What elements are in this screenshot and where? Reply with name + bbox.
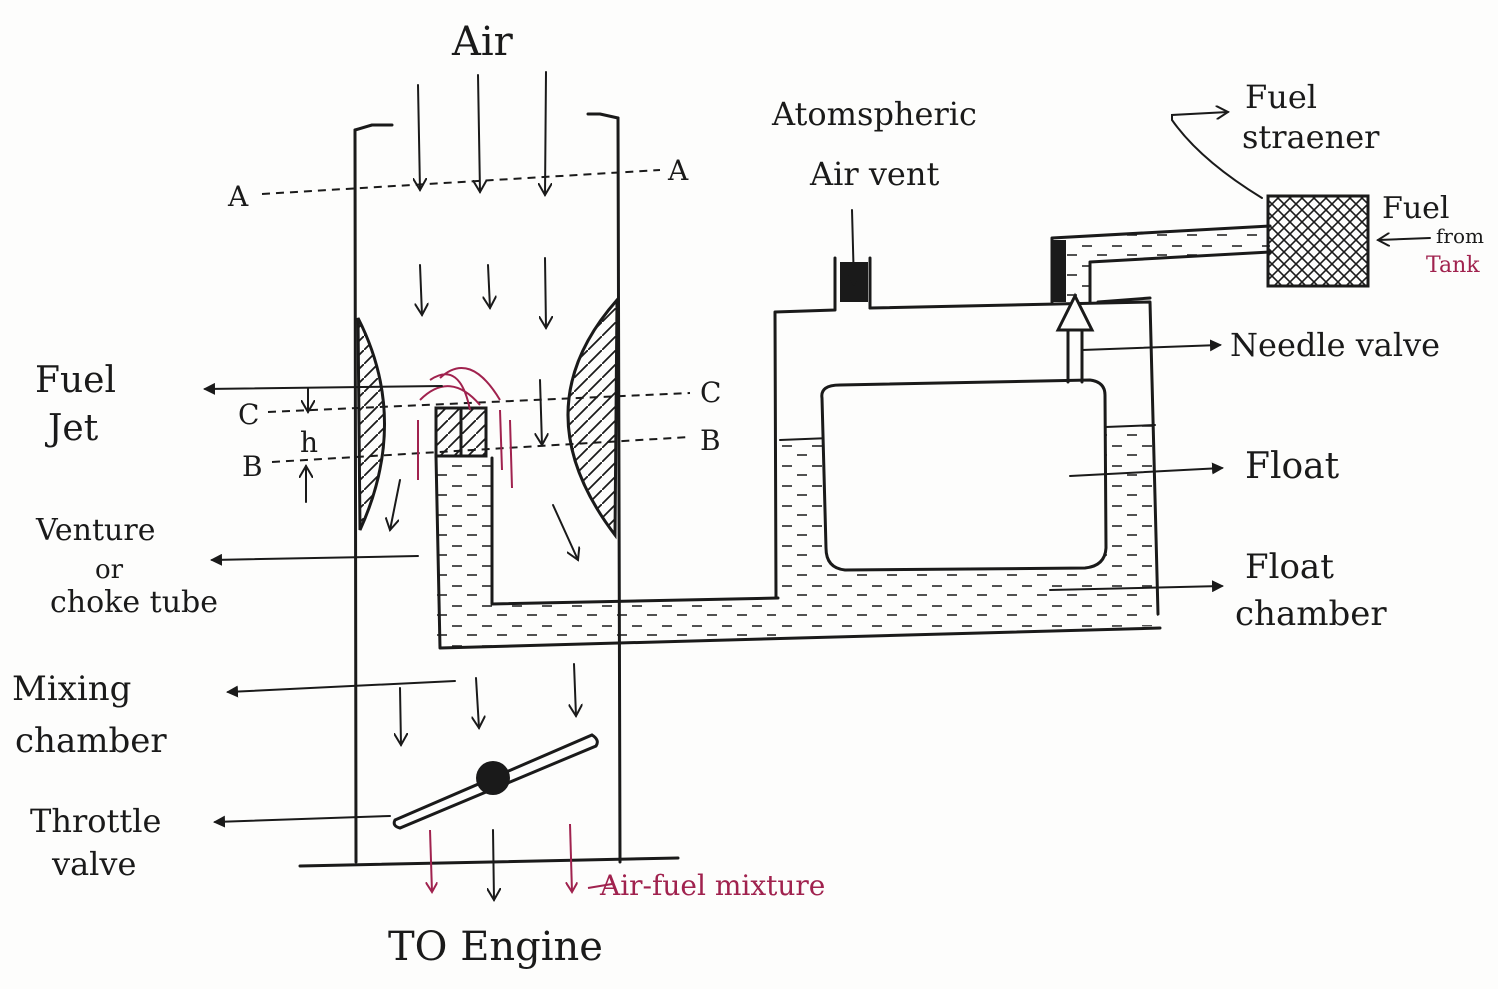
label-air-vent-2: Air vent	[809, 155, 939, 193]
label-fuel-from-tank-1: Fuel	[1382, 191, 1450, 226]
barrel-right-wall	[616, 116, 622, 864]
passage-inner-wall	[490, 456, 780, 606]
label-fuel-strainer-1: Fuel	[1245, 78, 1317, 116]
label-venturi-2: or	[95, 555, 124, 585]
leader-mixing-chamber	[226, 680, 456, 698]
passage-outer-wall	[434, 454, 1162, 650]
outflow-arrows	[430, 823, 572, 900]
label-float-chamber-1: Float	[1245, 547, 1334, 587]
air-inflow-arrows	[390, 71, 578, 745]
barrel-left-lip	[353, 123, 394, 132]
leader-needle-valve	[1081, 339, 1222, 352]
label-section-a-left: A	[227, 180, 249, 213]
venturi-left-bulge	[356, 317, 386, 531]
throttle-valve	[392, 733, 599, 830]
label-section-b-right: B	[700, 424, 721, 457]
throttle-spindle	[476, 761, 510, 795]
label-fuel-jet-1: Fuel	[35, 360, 116, 401]
label-air: Air	[451, 19, 514, 65]
float-chamber	[773, 209, 1160, 634]
label-air-fuel-mixture: Air-fuel mixture	[599, 869, 825, 902]
label-throttle-valve-1: Throttle	[30, 802, 161, 840]
label-venturi-1: Venture	[35, 513, 155, 548]
section-line-a	[261, 169, 661, 195]
label-section-c-right: C	[700, 376, 721, 409]
label-mixing-chamber-2: chamber	[15, 721, 167, 761]
label-fuel-from-tank-2: from	[1436, 224, 1484, 248]
label-section-c-left: C	[238, 398, 259, 431]
fuel-spray	[417, 367, 513, 489]
needle-valve	[1055, 292, 1095, 332]
label-mixing-chamber-1: Mixing	[12, 669, 131, 709]
label-fuel-jet-2: Jet	[44, 408, 99, 449]
barrel-left-wall	[353, 128, 358, 864]
barrel-right-lip	[586, 112, 620, 120]
leader-float	[1069, 462, 1224, 477]
venturi-right-bulge	[566, 295, 619, 540]
leader-fuel-strainer	[1171, 112, 1263, 199]
label-venturi-3: choke tube	[50, 585, 218, 620]
label-height-h: h	[300, 426, 318, 459]
label-throttle-valve-2: valve	[51, 845, 136, 883]
leader-arrows	[203, 112, 1263, 889]
venturi-choke	[356, 295, 619, 540]
carburetor-body	[298, 112, 680, 868]
leader-throttle-valve	[213, 815, 391, 828]
label-section-a-right: A	[667, 154, 689, 187]
label-to-engine: TO Engine	[388, 924, 603, 970]
fuel-passage	[434, 454, 1162, 650]
label-float-chamber-2: chamber	[1235, 594, 1387, 634]
label-fuel-strainer-2: straener	[1242, 118, 1380, 156]
float	[820, 378, 1108, 572]
leader-fuel-jet	[203, 382, 443, 395]
label-fuel-from-tank-3: Tank	[1426, 253, 1480, 278]
label-needle-valve: Needle valve	[1230, 326, 1440, 364]
label-section-b-left: B	[242, 450, 263, 483]
label-float: Float	[1245, 446, 1340, 487]
label-air-vent-1: Atomspheric	[771, 95, 977, 133]
needle-valve-assembly	[1050, 194, 1431, 384]
barrel-base-line	[298, 856, 680, 868]
leader-venturi	[210, 553, 419, 566]
fuel-strainer	[1266, 194, 1370, 288]
leader-float-chamber	[1049, 580, 1224, 593]
